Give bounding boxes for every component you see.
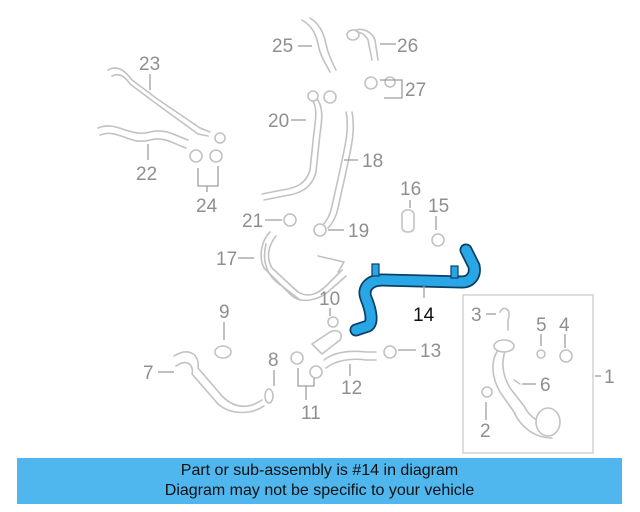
callout-26[interactable]: 26 <box>397 36 418 57</box>
callout-4[interactable]: 4 <box>559 315 570 336</box>
assembly-1-box <box>462 294 594 454</box>
part-22-hose[interactable] <box>97 125 189 141</box>
part-9-oring[interactable] <box>214 345 232 359</box>
callout-16[interactable]: 16 <box>400 179 421 200</box>
part-12-hose[interactable] <box>323 350 377 361</box>
part-16[interactable] <box>401 209 415 233</box>
callout-labels: 25 26 27 23 22 24 20 18 16 15 21 19 17 1… <box>136 36 615 442</box>
callout-6[interactable]: 6 <box>540 375 551 396</box>
callout-10[interactable]: 10 <box>319 289 340 310</box>
callout-21[interactable]: 21 <box>242 211 263 232</box>
callout-9[interactable]: 9 <box>219 302 230 323</box>
part-25-hose[interactable] <box>301 19 331 73</box>
callout-19[interactable]: 19 <box>348 221 369 242</box>
part-14-highlighted[interactable] <box>349 243 481 337</box>
part-10-hose[interactable] <box>311 329 343 355</box>
callout-1[interactable]: 1 <box>604 367 615 388</box>
callout-7[interactable]: 7 <box>143 363 154 384</box>
part-23-pipe[interactable] <box>107 67 211 133</box>
callout-12[interactable]: 12 <box>341 378 362 399</box>
callout-20[interactable]: 20 <box>268 111 289 132</box>
part-20-hose[interactable] <box>261 97 317 195</box>
callout-24[interactable]: 24 <box>196 196 218 217</box>
banner-line-2: Diagram may not be specific to your vehi… <box>164 482 475 499</box>
callout-8[interactable]: 8 <box>268 350 279 371</box>
callout-5[interactable]: 5 <box>536 315 547 336</box>
callout-11[interactable]: 11 <box>301 403 321 424</box>
callout-13[interactable]: 13 <box>420 341 441 362</box>
info-banner: Part or sub-assembly is #14 in diagram D… <box>17 458 622 504</box>
callout-14[interactable]: 14 <box>413 305 435 326</box>
part-7-pipe[interactable] <box>173 351 263 408</box>
part-17-pipe[interactable] <box>260 231 347 302</box>
part-1-assembly[interactable] <box>492 349 553 439</box>
callout-15[interactable]: 15 <box>428 196 449 217</box>
callout-22[interactable]: 22 <box>136 164 157 185</box>
callout-27[interactable]: 27 <box>405 80 426 101</box>
callout-3[interactable]: 3 <box>471 305 482 326</box>
callout-2[interactable]: 2 <box>480 421 491 442</box>
callout-18[interactable]: 18 <box>362 151 383 172</box>
callout-25[interactable]: 25 <box>272 36 293 57</box>
banner-line-1: Part or sub-assembly is #14 in diagram <box>180 462 459 479</box>
leader-lines <box>147 43 601 420</box>
part-18-hose[interactable] <box>321 111 349 227</box>
callout-17[interactable]: 17 <box>216 249 237 270</box>
callout-23[interactable]: 23 <box>139 54 160 75</box>
